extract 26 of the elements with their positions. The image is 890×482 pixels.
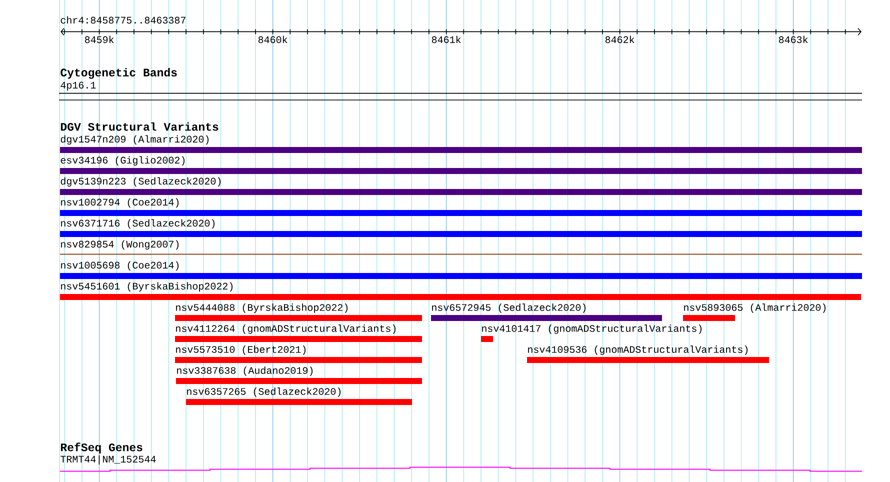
variant-label: nsv4101417 (gnomADStructuralVariants) [482,324,702,334]
variant-label: nsv6371716 (Sedlazeck2020) [61,219,215,229]
variant-label: nsv829854 (Wong2007) [61,240,179,250]
variant-label: nsv4112264 (gnomADStructuralVariants) [176,324,396,334]
variant-label: dgv1547n209 (Almarri2020) [60,135,209,145]
tick-label: 8462k [605,36,634,44]
tick-label: 8463k [778,36,808,44]
variant-label: nsv6572945 (Sedlazeck2020) [432,304,586,313]
track-heading: DGV Structural Variants [60,122,218,131]
variant-label: nsv1005698 (Coe2014) [61,261,179,271]
variant-label: nsv5573510 (Ebert2021) [176,346,306,355]
gene-label: TRMT44|NM_152544 [60,455,156,465]
variant-label: nsv4109536 (gnomADStructuralVariants) [528,346,748,355]
variant-label: esv34196 (Giglio2002) [60,156,185,166]
variant-label: nsv5451601 (ByrskaBishop2022) [61,282,233,292]
variant-label: nsv5893065 (Almarri2020) [684,304,826,313]
tick-label: 8459k [84,36,114,44]
variant-label: nsv1002794 (Coe2014) [61,198,179,208]
variant-label: nsv5444088 (ByrskaBishop2022) [176,304,348,313]
variant-label: dgv5139n223 (Sedlazeck2020) [60,177,221,187]
band-label: 4p16.1 [60,82,96,91]
variant-label: nsv3387638 (Audano2019) [177,366,313,376]
ruler-label: chr4:8458775..8463387 [60,16,186,24]
variant-label: nsv6357265 (Sedlazeck2020) [187,388,341,397]
tick-label: 8461k [432,36,461,44]
tick-label: 8460k [258,36,288,44]
